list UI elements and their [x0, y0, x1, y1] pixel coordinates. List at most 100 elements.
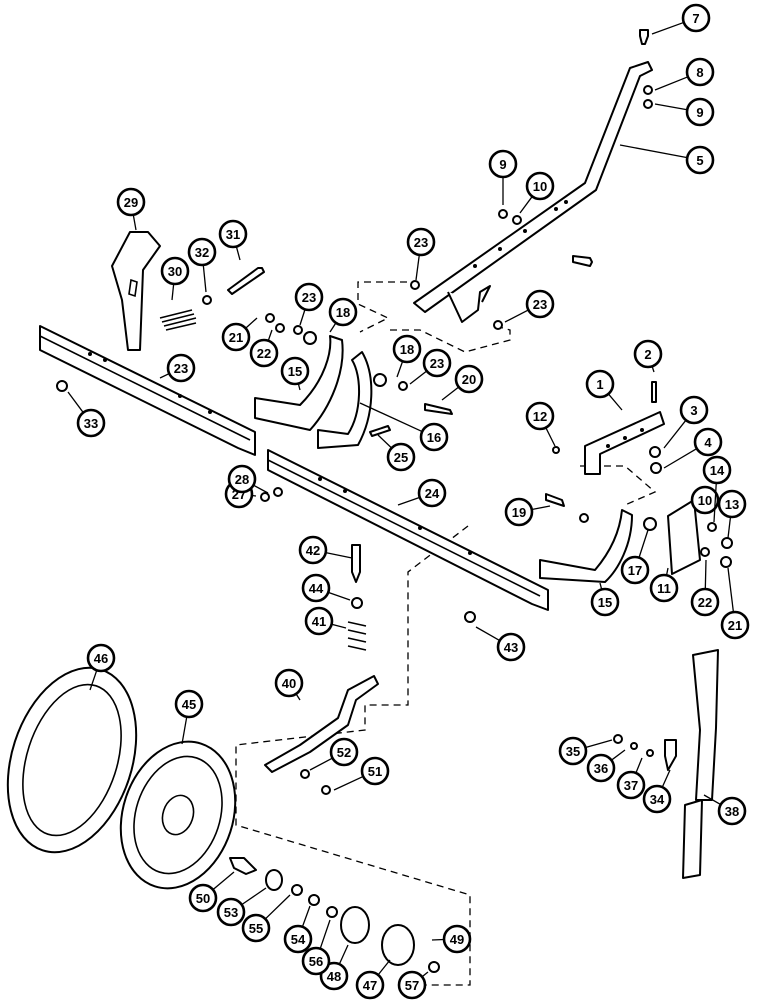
callout-circle: [298, 535, 328, 565]
callout-number: 53: [224, 905, 238, 920]
callout-number: 30: [168, 264, 182, 279]
callout-number: 13: [725, 497, 739, 512]
callout-number: 43: [504, 640, 518, 655]
callout-number: 9: [696, 105, 703, 120]
callout-circle: [329, 737, 359, 767]
callout-circle: [216, 897, 246, 927]
callout-18: 18: [392, 334, 422, 378]
leader-line: [504, 309, 529, 323]
leader-line: [397, 496, 420, 506]
callout-circle: [301, 946, 331, 976]
callout-circle: [301, 573, 331, 603]
leader-line: [301, 905, 311, 928]
callout-3: 3: [663, 395, 709, 449]
callout-number: 21: [728, 618, 742, 633]
callout-number: 33: [84, 416, 98, 431]
callout-28: 28: [227, 464, 269, 494]
leader-line: [67, 391, 84, 413]
callout-circle: [685, 145, 715, 175]
leader-line: [159, 373, 170, 379]
callout-circle: [304, 606, 334, 636]
callout-17: 17: [620, 529, 650, 585]
leader-line: [245, 317, 258, 329]
mount-plate: [667, 499, 701, 575]
callout-15: 15: [280, 356, 310, 391]
right-bracket: [584, 411, 665, 475]
leader-line: [585, 739, 613, 749]
callout-number: 54: [291, 932, 306, 947]
callout-circle: [397, 970, 427, 1000]
leader-line: [607, 393, 623, 411]
callout-number: 46: [94, 651, 108, 666]
callout-23: 23: [409, 348, 452, 385]
callout-49: 49: [431, 924, 472, 954]
axle-51: [229, 857, 257, 875]
callout-circle: [406, 227, 436, 257]
callout-number: 2: [644, 347, 651, 362]
callout-circle: [422, 348, 452, 378]
callout-14: 14: [702, 455, 732, 523]
callout-23: 23: [294, 282, 324, 326]
callout-44: 44: [301, 573, 351, 603]
callout-number: 36: [594, 761, 608, 776]
callout-53: 53: [216, 887, 267, 927]
callout-circle: [76, 408, 106, 438]
leader-line: [328, 591, 351, 601]
callout-circle: [590, 587, 620, 617]
callout-number: 38: [725, 804, 739, 819]
leader-line: [329, 322, 337, 333]
handle-rod: [413, 61, 653, 313]
callout-number: 20: [462, 372, 476, 387]
callout-circle: [681, 3, 711, 33]
callout-11: 11: [649, 567, 679, 603]
leader-line: [235, 246, 241, 261]
handle-bracket: [447, 285, 491, 323]
callout-number: 29: [124, 195, 138, 210]
callout-circle: [227, 464, 257, 494]
callout-circle: [693, 427, 723, 457]
leader-line: [319, 919, 331, 949]
post-40: [692, 649, 719, 801]
callout-number: 50: [196, 891, 210, 906]
callout-circle: [685, 97, 715, 127]
callout-circle: [504, 497, 534, 527]
callout-40: 40: [274, 668, 304, 701]
bolt-32: [227, 267, 265, 295]
callout-1: 1: [585, 369, 623, 411]
leader-line: [212, 871, 235, 891]
callout-circle: [454, 364, 484, 394]
leader-line: [635, 757, 643, 774]
callout-circle: [360, 756, 390, 786]
callout-57: 57: [397, 970, 429, 1000]
callout-33: 33: [67, 391, 106, 438]
callout-number: 37: [624, 778, 638, 793]
callout-number: 5: [696, 153, 703, 168]
callout-number: 10: [698, 493, 712, 508]
callout-number: 8: [696, 65, 703, 80]
callout-10: 10: [690, 485, 720, 515]
callout-circle: [586, 753, 616, 783]
callout-circle: [86, 643, 116, 673]
callout-circle: [642, 784, 672, 814]
callout-23: 23: [406, 227, 436, 281]
leader-line: [441, 386, 460, 401]
leader-line: [638, 529, 649, 558]
callout-circle: [241, 913, 271, 943]
leader-line: [611, 749, 626, 761]
callout-circle: [633, 339, 663, 369]
callout-number: 15: [288, 364, 302, 379]
callout-number: 17: [628, 563, 642, 578]
callout-15: 15: [590, 582, 620, 617]
callout-circle: [690, 587, 720, 617]
assembly-line-top: [357, 281, 407, 333]
curved-bracket-15-right: [539, 509, 633, 583]
callout-42: 42: [298, 535, 353, 565]
callout-number: 23: [414, 235, 428, 250]
flange-49: [340, 906, 370, 944]
callout-number: 23: [533, 297, 547, 312]
leader-line: [704, 559, 707, 590]
curved-bracket-16: [317, 351, 373, 449]
callout-52: 52: [309, 737, 359, 771]
callout-50: 50: [188, 871, 235, 913]
